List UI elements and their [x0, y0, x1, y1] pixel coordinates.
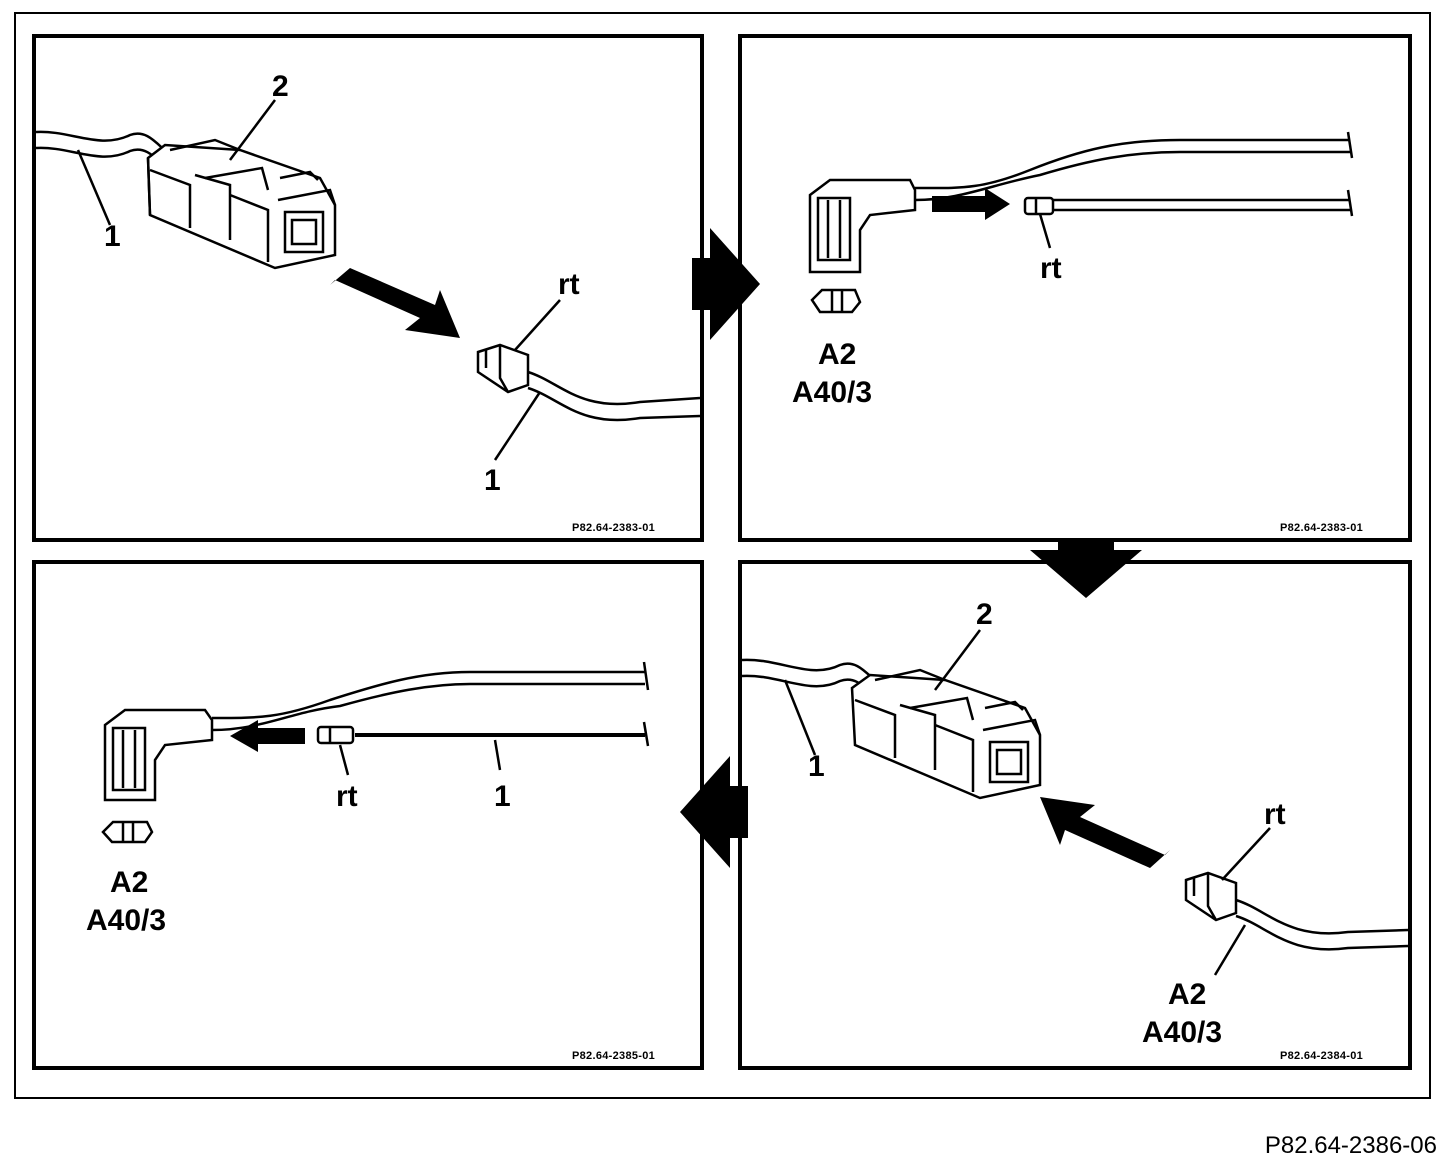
label-wire-1: 1: [494, 780, 511, 813]
panel-1-illustration: [35, 99, 701, 461]
panel-code: P82.64-2383-01: [1280, 522, 1364, 534]
terminal-icon: [316, 725, 355, 745]
terminal-icon: [1023, 196, 1055, 216]
label-component-a40-3: A40/3: [1142, 1016, 1223, 1049]
panel-code: P82.64-2384-01: [1280, 1050, 1364, 1062]
figure-id: P82.64-2386-06: [1264, 1132, 1437, 1159]
label-component-a40-3: A40/3: [792, 376, 873, 409]
outer-frame: [14, 12, 1431, 1099]
insertion-arrow-icon: [932, 188, 1010, 220]
label-wire-1: 1: [808, 750, 825, 783]
panel-step-2: [738, 34, 1412, 542]
ground-symbol-icon: [810, 288, 862, 314]
label-component-a2: A2: [1168, 978, 1207, 1011]
arrow-right-icon: [692, 228, 760, 340]
label-terminal-rt: rt: [1264, 798, 1286, 831]
label-wire-1-bottom: 1: [484, 464, 501, 497]
panel-3-illustration: [101, 661, 650, 844]
terminal-icon: [1184, 871, 1238, 922]
label-component-a2: A2: [110, 866, 149, 899]
label-terminal-rt: rt: [558, 268, 580, 301]
connector-icon: [146, 138, 337, 270]
ground-symbol-icon: [101, 820, 154, 844]
arrow-left-icon: [680, 756, 748, 868]
label-connector-2: 2: [976, 598, 993, 631]
label-terminal-rt: rt: [1040, 252, 1062, 285]
connector-icon: [103, 708, 214, 802]
connector-icon: [808, 178, 917, 274]
insertion-arrow-icon: [330, 268, 460, 338]
panel-step-1: [32, 34, 704, 542]
panel-4-illustration: [741, 629, 1409, 976]
arrow-down-icon: [1030, 538, 1142, 598]
label-component-a2: A2: [818, 338, 857, 371]
panel-2-illustration: [808, 131, 1354, 314]
insertion-arrow-icon: [1040, 797, 1170, 868]
label-connector-2: 2: [272, 70, 289, 103]
panel-code: P82.64-2383-01: [572, 522, 656, 534]
label-component-a40-3: A40/3: [86, 904, 167, 937]
terminal-icon: [476, 343, 530, 394]
insertion-arrow-icon: [230, 720, 305, 752]
panel-code: P82.64-2385-01: [572, 1050, 656, 1062]
label-terminal-rt: rt: [336, 780, 358, 813]
connector-icon: [850, 668, 1042, 800]
label-wire-1-top: 1: [104, 220, 121, 253]
